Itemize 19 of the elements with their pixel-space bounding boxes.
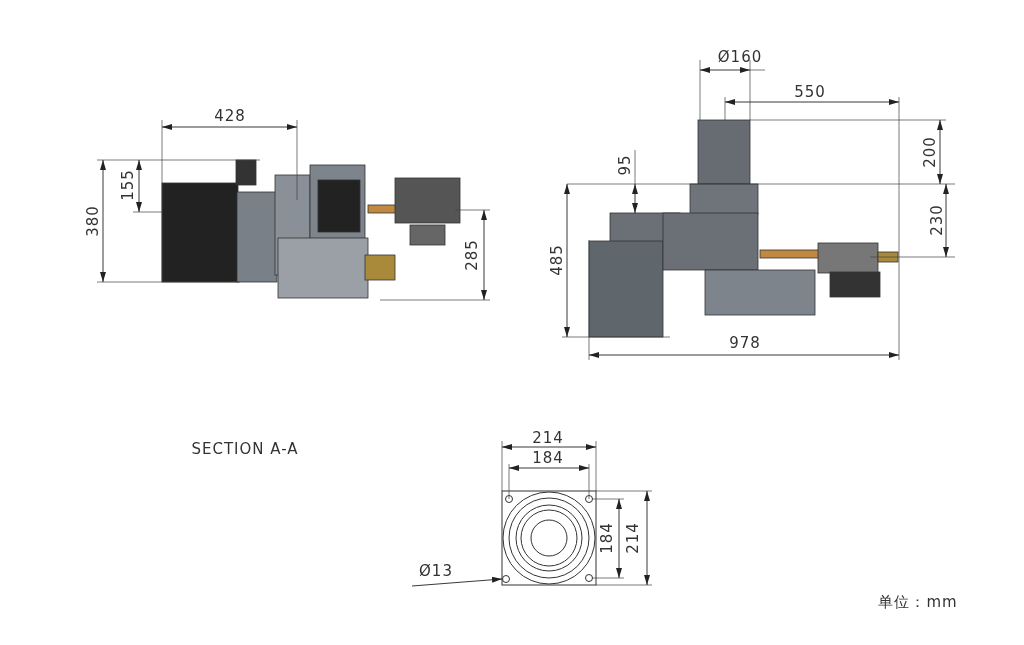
dimension-value: Ø13	[419, 563, 453, 579]
dimension-value: 428	[214, 108, 246, 124]
dimension-value: 978	[729, 335, 761, 351]
dimension-value: 95	[617, 154, 633, 176]
bolt-hole	[502, 575, 510, 583]
dimension-value: 285	[464, 239, 480, 271]
dimension-value: 214	[532, 430, 564, 446]
dimension-value: 550	[794, 84, 826, 100]
dimension-value: 485	[549, 244, 565, 276]
dimension-value: 214	[625, 522, 641, 554]
dimension-value: 184	[599, 522, 615, 554]
dimension-value: Ø160	[717, 49, 763, 65]
dimension-value: 230	[929, 204, 945, 236]
dimension-value: 184	[532, 450, 564, 466]
dimension-value: 155	[120, 169, 136, 201]
dimension-value: 200	[922, 136, 938, 168]
dimension-value: 380	[85, 205, 101, 237]
unit-note: 单位：mm	[878, 594, 958, 610]
section-title: SECTION A-A	[191, 441, 299, 457]
